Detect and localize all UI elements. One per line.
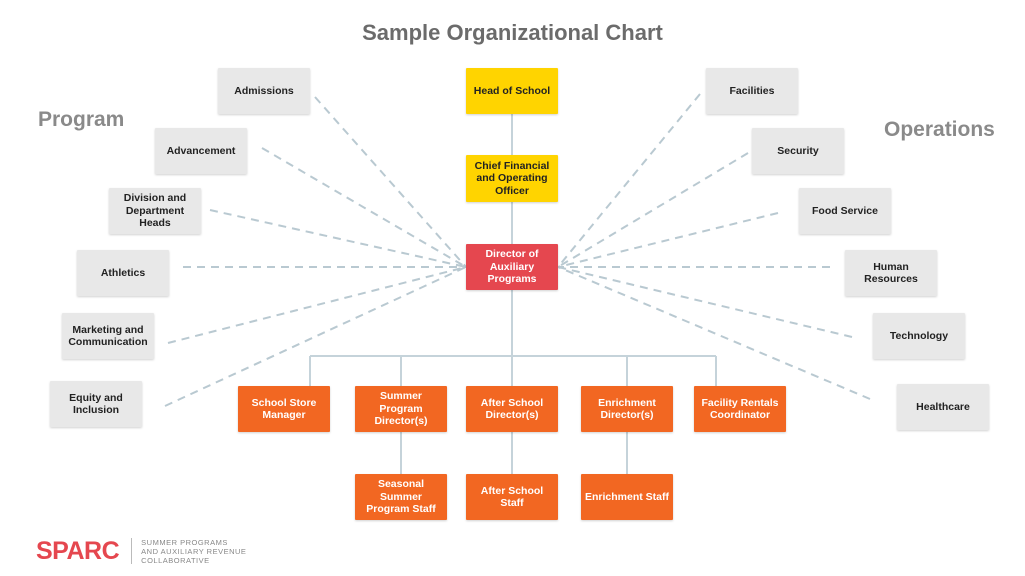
- operations-box-technology: Technology: [873, 313, 965, 359]
- sparc-logo: SPARC SUMMER PROGRAMS AND AUXILIARY REVE…: [36, 536, 246, 566]
- program-box-equity: Equity and Inclusion: [50, 381, 142, 427]
- logo-tagline-line: COLLABORATIVE: [141, 555, 210, 565]
- director-auxiliary-box: Director of Auxiliary Programs: [466, 244, 558, 290]
- staff-box-enrichment: Enrichment Staff: [581, 474, 673, 520]
- operations-dashed-line: [557, 266, 853, 338]
- report-box-facility-rentals: Facility Rentals Coordinator: [694, 386, 786, 432]
- report-box-after-school: After School Director(s): [466, 386, 558, 432]
- report-box-school-store: School Store Manager: [238, 386, 330, 432]
- program-dashed-line: [167, 266, 467, 344]
- operations-box-security: Security: [752, 128, 844, 174]
- operations-box-human-resources: Human Resources: [845, 250, 937, 296]
- operations-box-food-service: Food Service: [799, 188, 891, 234]
- program-box-advancement: Advancement: [155, 128, 247, 174]
- program-dashed-line: [314, 96, 467, 268]
- operations-dashed-line: [557, 93, 701, 268]
- staff-box-after-school: After School Staff: [466, 474, 558, 520]
- operations-dashed-line: [557, 152, 749, 268]
- program-dashed-line: [261, 147, 467, 268]
- operations-dashed-line: [557, 212, 779, 268]
- report-box-enrichment: Enrichment Director(s): [581, 386, 673, 432]
- logo-divider: [131, 538, 133, 564]
- program-box-athletics: Athletics: [77, 250, 169, 296]
- chart-title: Sample Organizational Chart: [362, 20, 663, 45]
- program-dashed-line: [209, 209, 467, 268]
- logo-tagline-line: AND AUXILIARY REVENUE: [141, 546, 247, 556]
- operations-box-healthcare: Healthcare: [897, 384, 989, 430]
- program-box-division-heads: Division and Department Heads: [109, 188, 201, 234]
- logo-wordmark: SPARC: [36, 536, 120, 565]
- logo-tagline-line: SUMMER PROGRAMS: [141, 537, 228, 547]
- cfo-box: Chief Financial and Operating Officer: [466, 155, 558, 202]
- head-of-school-box: Head of School: [466, 68, 558, 114]
- operations-dashed-line: [557, 266, 871, 400]
- operations-box-facilities: Facilities: [706, 68, 798, 114]
- program-box-marketing: Marketing and Communication: [62, 313, 154, 359]
- report-box-summer-program: Summer Program Director(s): [355, 386, 447, 432]
- logo-tagline: SUMMER PROGRAMS AND AUXILIARY REVENUE CO…: [141, 538, 246, 565]
- program-box-admissions: Admissions: [218, 68, 310, 114]
- program-label: Program: [38, 108, 125, 131]
- staff-box-seasonal-summer: Seasonal Summer Program Staff: [355, 474, 447, 520]
- operations-label: Operations: [884, 118, 995, 141]
